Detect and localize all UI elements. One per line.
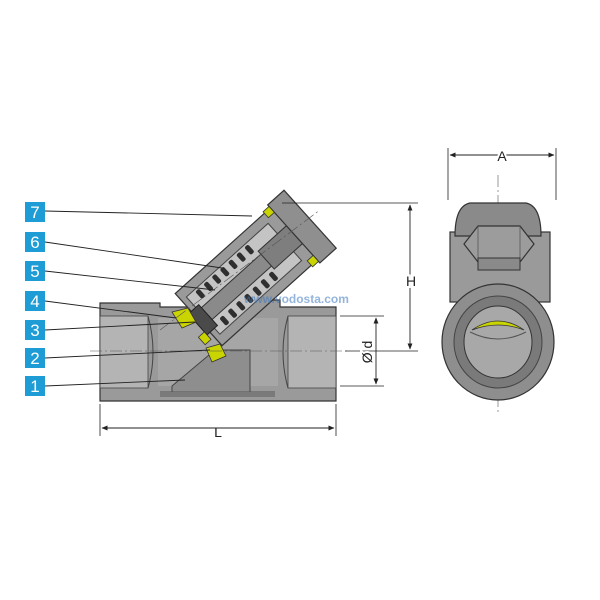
- badge-1: 1: [25, 376, 45, 396]
- dimension-width: A: [447, 146, 557, 200]
- spring: [195, 245, 278, 326]
- right-port-bore: [287, 315, 337, 389]
- disc: [187, 304, 219, 336]
- dimension-length: L: [99, 404, 337, 440]
- svg-text:4: 4: [30, 292, 39, 311]
- length-label: L: [214, 424, 222, 440]
- part-callouts: 7 6 5 4 3 2 1: [25, 202, 253, 396]
- front-view: [441, 175, 555, 415]
- cap-seal: [262, 205, 275, 219]
- badge-4: 4: [25, 291, 45, 311]
- svg-text:1: 1: [30, 377, 39, 396]
- leg-centerline: [159, 209, 321, 331]
- side-section-view: [90, 189, 350, 402]
- dimension-height: H: [282, 202, 418, 352]
- svg-text:6: 6: [30, 233, 39, 252]
- badge-6: 6: [25, 232, 45, 252]
- badge-7: 7: [25, 202, 45, 222]
- badge-5: 5: [25, 261, 45, 281]
- bore: [463, 305, 533, 379]
- dimension-diameter: Ø d: [340, 315, 384, 387]
- diameter-label: Ø d: [359, 341, 375, 364]
- svg-text:7: 7: [30, 203, 39, 222]
- watermark: www.vodosta.com: [243, 292, 349, 306]
- badge-2: 2: [25, 348, 45, 368]
- cap: [266, 189, 338, 264]
- svg-text:5: 5: [30, 262, 39, 281]
- svg-text:3: 3: [30, 321, 39, 340]
- hex-nut: [463, 225, 535, 263]
- internal-partition: [171, 349, 251, 393]
- svg-text:2: 2: [30, 349, 39, 368]
- seat-seal-lower: [205, 343, 227, 363]
- front-seal: [471, 320, 525, 331]
- width-label: A: [497, 148, 507, 164]
- strainer-leg: [174, 189, 338, 347]
- left-port-bore: [99, 315, 149, 389]
- height-label: H: [406, 273, 416, 289]
- badge-3: 3: [25, 320, 45, 340]
